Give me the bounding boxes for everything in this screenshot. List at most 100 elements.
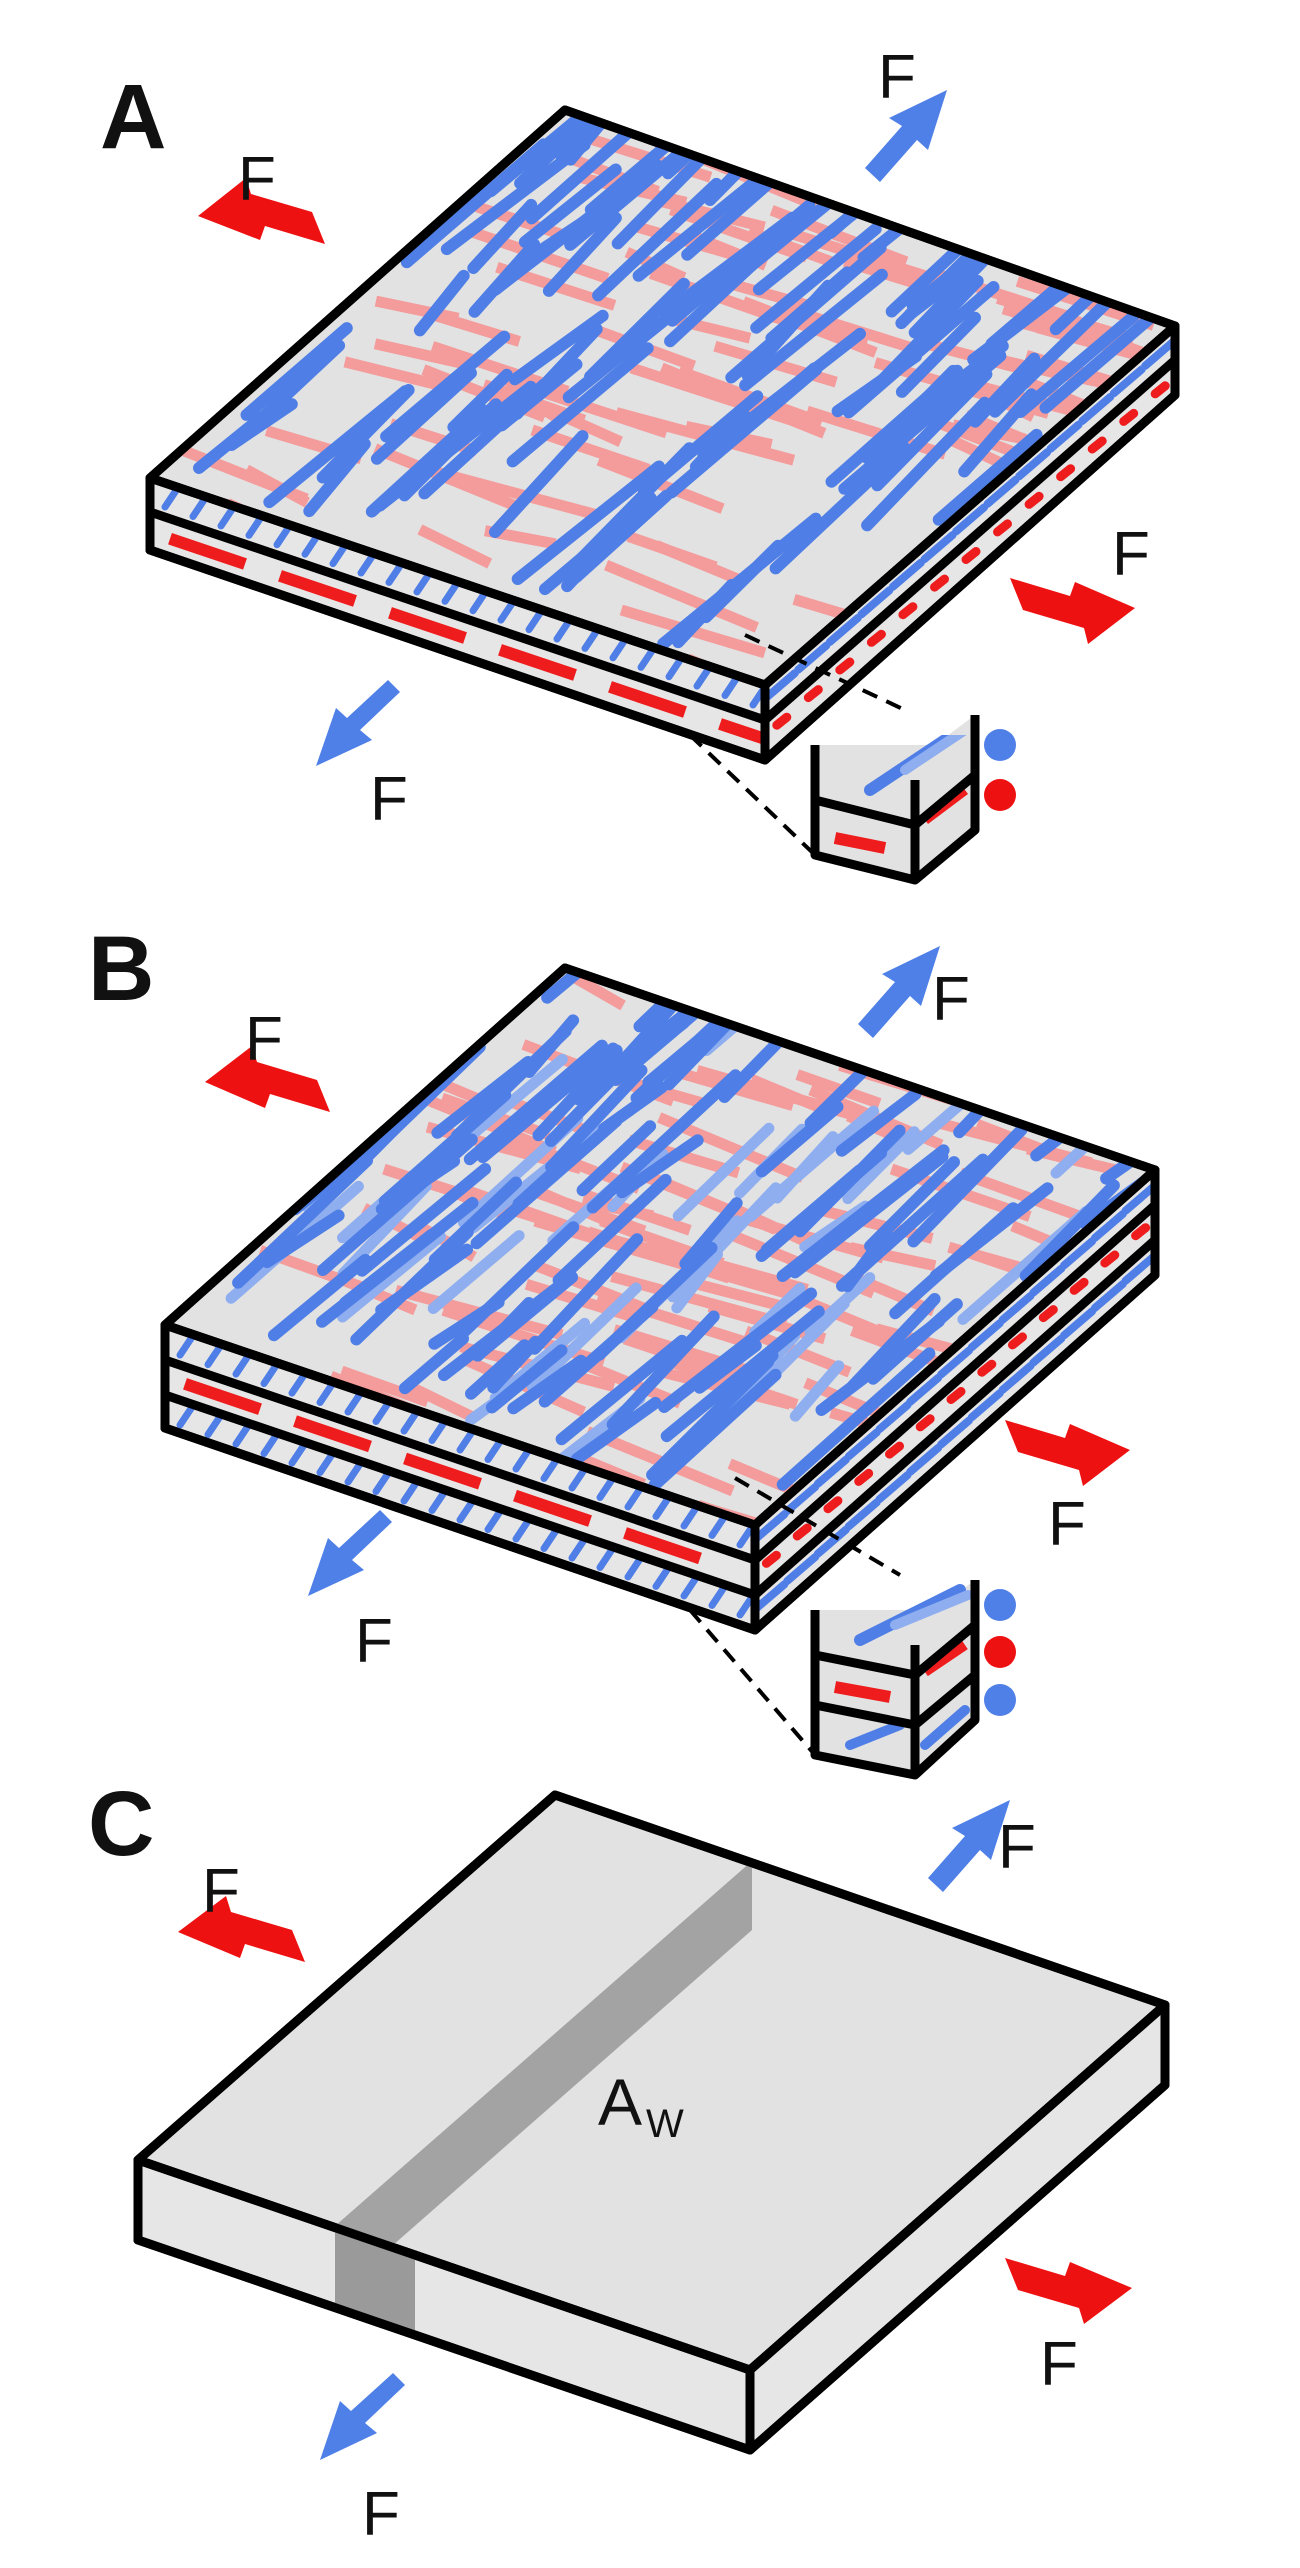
fiber-blue-side bbox=[937, 1346, 973, 1379]
fiber-blue-side bbox=[906, 1373, 943, 1406]
fiber-blue bbox=[632, 170, 767, 282]
fiber-blue-end bbox=[568, 1536, 588, 1562]
fiber-pink bbox=[243, 464, 310, 508]
fiber-blue bbox=[861, 396, 991, 532]
fiber-blue-side bbox=[1015, 448, 1052, 481]
fiber-blue bbox=[476, 1042, 619, 1164]
fiber-blue bbox=[598, 1081, 668, 1135]
fiber-blue bbox=[370, 366, 477, 465]
layer-boundary-a-front bbox=[148, 507, 767, 725]
fiber-blue bbox=[428, 1296, 505, 1350]
fiber-blue-end bbox=[428, 1489, 448, 1514]
fiber-blue bbox=[660, 1305, 825, 1443]
fiber-blue bbox=[755, 1100, 844, 1178]
fiber-blue-end bbox=[288, 1441, 308, 1467]
inset-a-guide-top bbox=[744, 633, 906, 712]
inset-b-guide-top bbox=[733, 1476, 902, 1577]
fiber-blue-end bbox=[708, 1583, 728, 1609]
force-label-b-right: F bbox=[1048, 1490, 1086, 1559]
fiber-blue bbox=[584, 110, 740, 216]
fiber-blue bbox=[398, 1332, 469, 1395]
force-a-up-right: F bbox=[865, 43, 947, 182]
fiber-blue bbox=[542, 212, 622, 297]
fiber-blue-end bbox=[329, 542, 349, 568]
fibers-front-b bbox=[176, 1333, 755, 1619]
inset-a-dot-blue bbox=[984, 729, 1016, 761]
fiber-blue bbox=[465, 1339, 531, 1400]
fiber-red-section bbox=[388, 607, 467, 644]
fiber-blue-end bbox=[344, 1460, 364, 1486]
force-label-c-left: F bbox=[202, 1857, 240, 1926]
fiber-blue bbox=[835, 1088, 922, 1157]
fiber-blue-end bbox=[736, 1593, 755, 1619]
fiber-blue-end bbox=[512, 1517, 532, 1543]
fiber-blue bbox=[380, 330, 511, 443]
fiber-blue bbox=[267, 1253, 372, 1342]
inset-a-dot-red bbox=[984, 779, 1016, 811]
arrow-red-right-a bbox=[1010, 578, 1135, 644]
force-b-left: F bbox=[205, 1005, 330, 1112]
fiber-blue bbox=[689, 409, 751, 473]
fiber-blue bbox=[232, 1154, 373, 1289]
fiber-blue bbox=[646, 1349, 779, 1481]
fiber-red-section bbox=[608, 681, 687, 718]
fiber-red-end bbox=[898, 602, 918, 620]
fiber-blue-side bbox=[783, 1553, 820, 1585]
slab-b-outline bbox=[160, 963, 1160, 1635]
fiber-blue bbox=[418, 378, 551, 500]
fiber-blue-end bbox=[357, 551, 377, 577]
fiber-blue-end bbox=[441, 579, 461, 605]
fiber-blue bbox=[693, 1339, 762, 1394]
fiber-red-end bbox=[792, 1523, 812, 1541]
fiber-blue-end bbox=[568, 1466, 588, 1492]
weld-area-label-subscript: W bbox=[646, 2102, 684, 2146]
arrow-red-left-a bbox=[198, 178, 325, 244]
fiber-blue bbox=[838, 349, 1007, 495]
fiber-blue bbox=[1019, 1179, 1120, 1282]
slab-c-outline bbox=[133, 1790, 1170, 2455]
fiber-red-end bbox=[1069, 1277, 1089, 1295]
fiber-blue-end bbox=[652, 1564, 672, 1590]
fiber-blue bbox=[555, 1334, 688, 1446]
fiber-blue bbox=[867, 1298, 963, 1385]
fiber-blue bbox=[776, 1347, 936, 1491]
fiber-red-end bbox=[885, 1441, 904, 1459]
fiber-blue-end bbox=[204, 1343, 224, 1369]
fiber-red-end bbox=[1038, 1305, 1058, 1323]
force-b-up-right: F bbox=[858, 946, 970, 1038]
fiber-pink bbox=[343, 356, 454, 394]
fiber-blue-end bbox=[288, 1371, 308, 1397]
fiber-blue-light bbox=[789, 1360, 845, 1422]
slab-b-front-edge bbox=[163, 1320, 757, 1530]
fiber-blue bbox=[564, 110, 632, 166]
fiber-blue bbox=[562, 300, 688, 404]
force-b-right: F bbox=[1005, 1420, 1130, 1559]
fiber-blue-light bbox=[842, 1126, 920, 1205]
force-label-a-down-left: F bbox=[370, 765, 408, 834]
fibers-right-b bbox=[755, 1182, 1155, 1613]
layer-boundary-b-front-1 bbox=[163, 1355, 757, 1565]
fiber-blue-end bbox=[245, 513, 265, 539]
fiber-blue-side bbox=[1090, 1210, 1127, 1242]
fiber-blue-side bbox=[875, 1401, 912, 1434]
fiber-blue bbox=[489, 159, 663, 296]
fiber-blue bbox=[545, 1064, 648, 1173]
fiber-blue bbox=[514, 110, 650, 190]
weld-band-top bbox=[335, 1861, 752, 2296]
fiber-blue-side bbox=[765, 669, 799, 702]
fiber-blue-side bbox=[888, 558, 925, 591]
fiber-blue bbox=[506, 342, 654, 468]
fiber-blue-end bbox=[469, 589, 489, 615]
fiber-red-section bbox=[293, 1415, 372, 1453]
fiber-blue bbox=[538, 1301, 659, 1408]
fiber-pink bbox=[530, 424, 651, 475]
fiber-blue-end bbox=[484, 1508, 504, 1533]
fiber-blue bbox=[861, 364, 960, 465]
fiber-blue-side bbox=[1121, 1182, 1155, 1215]
fiber-blue bbox=[485, 110, 649, 198]
fiber-blue-light bbox=[745, 1105, 880, 1222]
force-label-a-left: F bbox=[238, 145, 276, 214]
fiber-pink bbox=[408, 1381, 476, 1423]
fiber-blue-light bbox=[672, 1122, 775, 1222]
force-b-down-left: F bbox=[308, 1510, 393, 1676]
